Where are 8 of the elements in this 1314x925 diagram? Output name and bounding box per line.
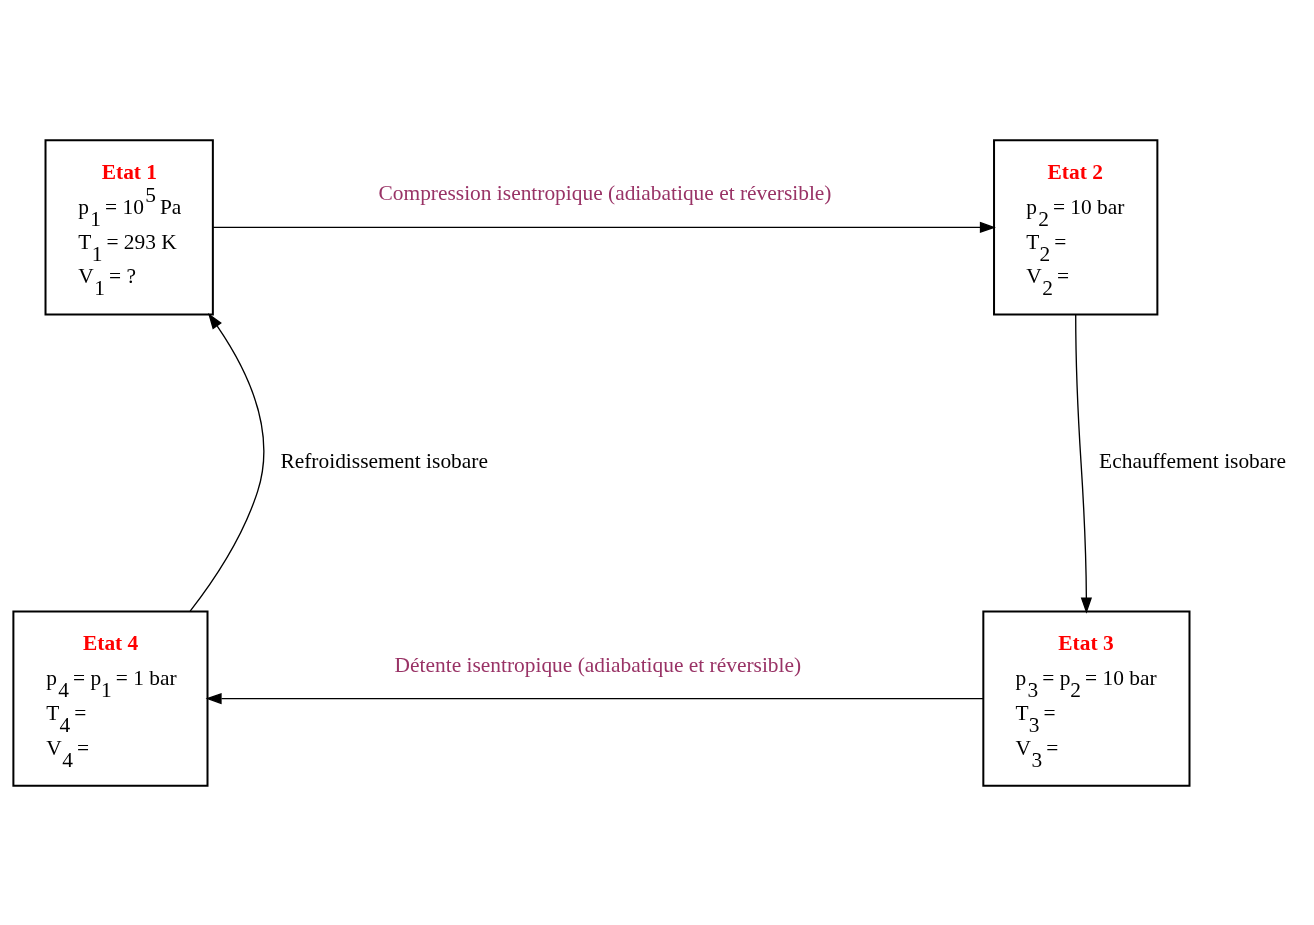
arrow <box>212 221 996 233</box>
edge-label: Compression isentropique (adiabatique et réversible) <box>378 180 832 205</box>
arrow <box>189 312 265 612</box>
arrow <box>1075 313 1092 614</box>
edge-label: Détente isentropique (adiabatique et réversible) <box>394 652 802 677</box>
edge-label: Echauffement isobare <box>1099 448 1286 473</box>
arrow <box>205 692 984 704</box>
edge-label: Refroidissement isobare <box>280 448 488 473</box>
